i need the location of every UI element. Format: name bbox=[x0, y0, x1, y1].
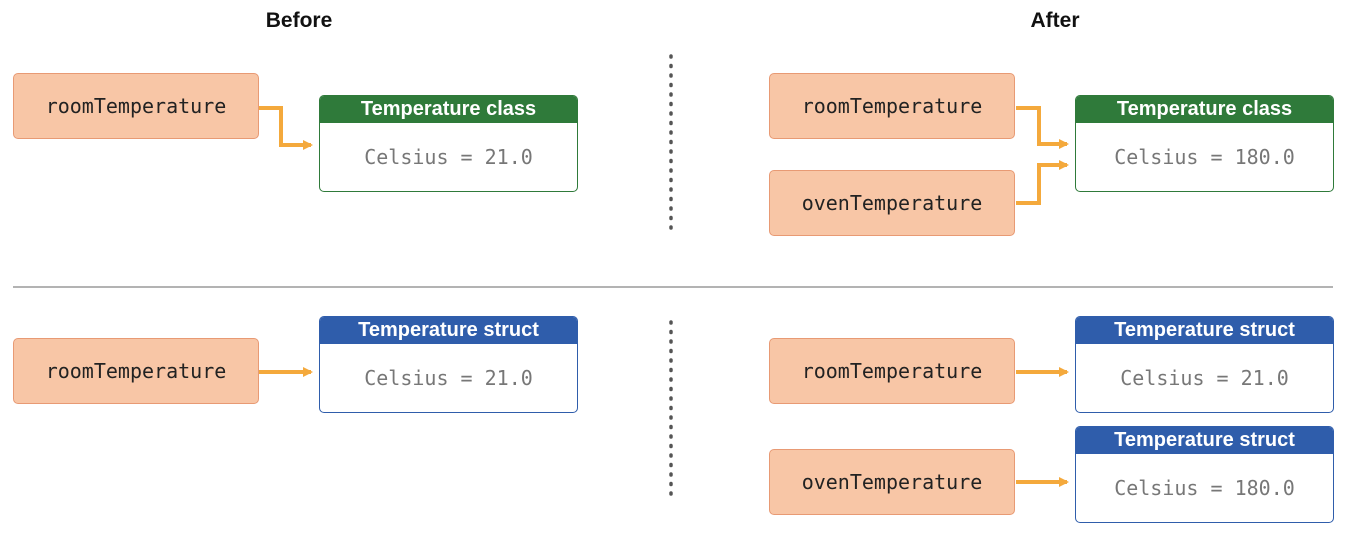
box-title: Temperature struct bbox=[1076, 427, 1333, 454]
oven-temperature-variable: ovenTemperature bbox=[769, 170, 1015, 236]
arrow-room-to-class-after bbox=[1016, 106, 1069, 149]
room-temperature-variable: roomTemperature bbox=[13, 73, 259, 139]
oven-temperature-variable: ovenTemperature bbox=[769, 449, 1015, 515]
temperature-class-instance: Temperature class Celsius = 21.0 bbox=[319, 95, 578, 192]
box-title: Temperature class bbox=[320, 96, 577, 123]
box-value: Celsius = 21.0 bbox=[364, 366, 533, 390]
arrow-room-to-class-before bbox=[259, 106, 313, 150]
before-heading: Before bbox=[265, 9, 333, 32]
temperature-struct-instance: Temperature struct Celsius = 21.0 bbox=[319, 316, 578, 413]
temperature-struct-instance: Temperature struct Celsius = 21.0 bbox=[1075, 316, 1334, 413]
box-value: Celsius = 180.0 bbox=[1114, 476, 1295, 500]
temperature-struct-instance: Temperature struct Celsius = 180.0 bbox=[1075, 426, 1334, 523]
room-temperature-variable: roomTemperature bbox=[769, 338, 1015, 404]
after-heading: After bbox=[1030, 9, 1080, 32]
box-title: Temperature struct bbox=[1076, 317, 1333, 344]
room-temperature-variable: roomTemperature bbox=[769, 73, 1015, 139]
temperature-class-instance: Temperature class Celsius = 180.0 bbox=[1075, 95, 1334, 192]
box-value: Celsius = 180.0 bbox=[1114, 145, 1295, 169]
box-title: Temperature struct bbox=[320, 317, 577, 344]
arrow-oven-to-class-after bbox=[1016, 160, 1069, 205]
room-temperature-variable: roomTemperature bbox=[13, 338, 259, 404]
box-title: Temperature class bbox=[1076, 96, 1333, 123]
box-value: Celsius = 21.0 bbox=[1120, 366, 1289, 390]
box-value: Celsius = 21.0 bbox=[364, 145, 533, 169]
